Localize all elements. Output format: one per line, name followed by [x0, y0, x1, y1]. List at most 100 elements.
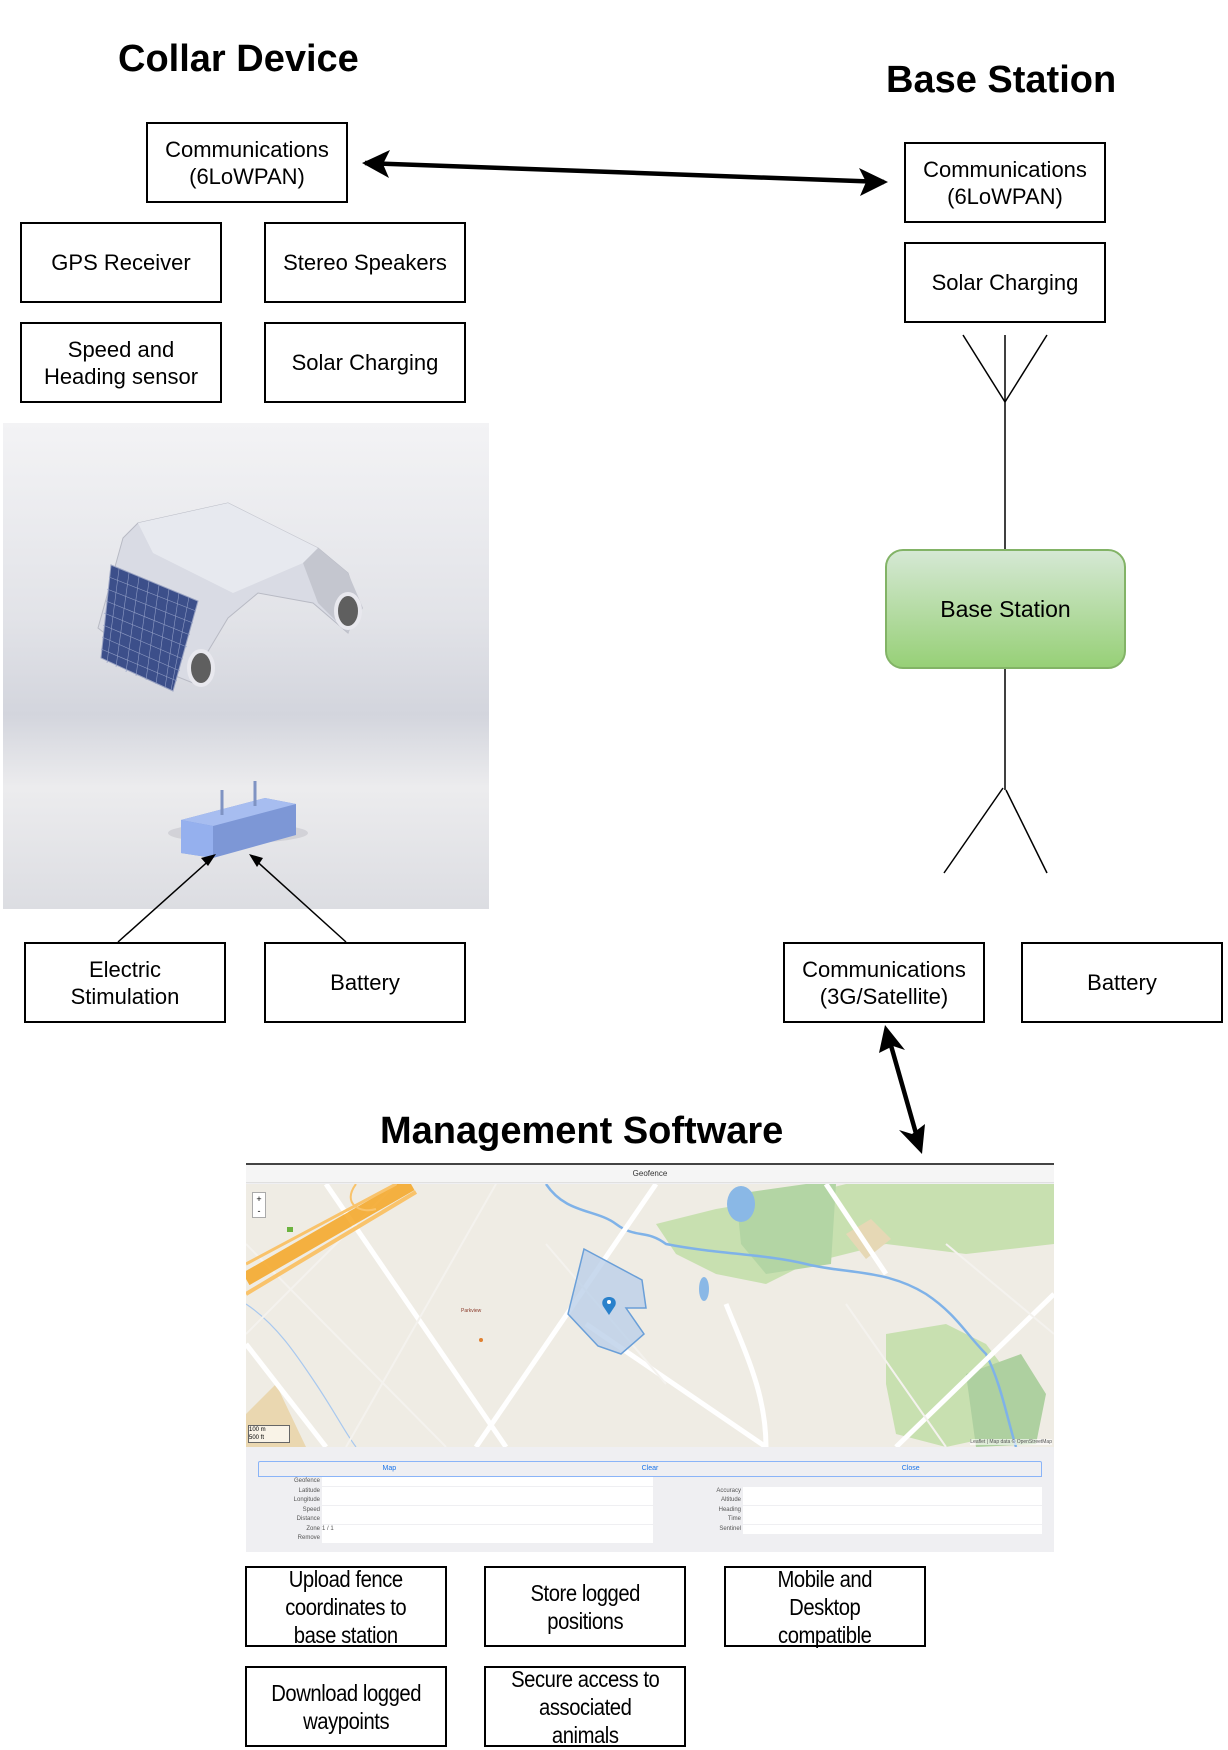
field-row: Altitude — [653, 1496, 1042, 1505]
field-row: Speed — [258, 1505, 653, 1515]
box-label: Mobile and Desktop compatible — [777, 1565, 873, 1648]
field-label: Longitude — [293, 1497, 320, 1503]
field-row: Sentinel — [653, 1524, 1042, 1534]
field-label: Speed — [302, 1506, 320, 1513]
tab-close[interactable]: Close — [901, 1465, 920, 1472]
field-label: Sentinel — [653, 1524, 743, 1534]
zone-field[interactable]: 1 / 1 — [322, 1524, 653, 1534]
park-area — [736, 1184, 836, 1274]
box-label: Communications (6LoWPAN) — [923, 156, 1087, 209]
latitude-field[interactable] — [322, 1486, 653, 1496]
road — [823, 1184, 889, 1276]
field-row: Latitude — [258, 1486, 653, 1496]
field-label: Geofence — [293, 1478, 320, 1484]
tab-clear[interactable]: Clear — [641, 1465, 659, 1472]
geofence-field[interactable] — [322, 1477, 653, 1486]
field-row: Longitude — [258, 1496, 653, 1505]
box-label: Download logged waypoints — [271, 1679, 421, 1734]
road — [473, 1184, 659, 1447]
right-field-column: Accuracy Altitude Heading Time Sentinel — [653, 1486, 1042, 1535]
left-field-column: Geofence Latitude Longitude Speed Distan… — [258, 1477, 653, 1544]
base-battery-box: Battery — [1021, 942, 1223, 1023]
geofence-details-pane: Map Clear Close Geofence Latitude Longit… — [258, 1461, 1042, 1544]
arrowhead-down — [899, 1124, 925, 1154]
box-label: Speed and Heading sensor — [43, 336, 199, 389]
speed-field[interactable] — [322, 1505, 653, 1515]
zoom-out-button[interactable]: - — [257, 1206, 261, 1216]
arrowhead-right — [859, 168, 888, 196]
speed-heading-sensor-box: Speed and Heading sensor — [20, 322, 222, 403]
battery-module — [168, 781, 308, 858]
map-zoom-control: + - — [252, 1192, 266, 1218]
map-graphic: Parkview Plaza — [246, 1184, 1054, 1447]
antenna-top-icon — [962, 334, 1048, 549]
speaker-left — [187, 649, 215, 687]
3g-link-arrow — [885, 1034, 922, 1145]
collar-top — [138, 503, 318, 593]
field-row: Accuracy — [653, 1486, 1042, 1496]
collar-communications-box: Communications (6LoWPAN) — [146, 122, 348, 203]
box-label: GPS Receiver — [51, 250, 191, 275]
tab-map[interactable]: Map — [382, 1465, 397, 1472]
management-app-screenshot: Geofence — [246, 1163, 1054, 1552]
field-row: Remove — [258, 1534, 653, 1543]
location-marker — [602, 1297, 616, 1315]
box-label: Communications (3G/Satellite) — [802, 956, 966, 1009]
map-scale-bar: 100 m 500 ft — [248, 1425, 290, 1443]
highway — [246, 1184, 418, 1296]
sentinel-field[interactable] — [743, 1524, 1042, 1534]
base-station-node: Base Station — [885, 549, 1126, 669]
pane-tabs: Map Clear Close — [258, 1461, 1042, 1477]
river — [544, 1184, 1018, 1447]
field-row: Distance — [258, 1515, 653, 1524]
longitude-field[interactable] — [322, 1496, 653, 1505]
scale-metric: 100 m — [249, 1427, 266, 1433]
collar-battery-box: Battery — [264, 942, 466, 1023]
gps-receiver-box: GPS Receiver — [20, 222, 222, 303]
speaker-right — [334, 592, 362, 630]
map-label: Parkview — [461, 1308, 482, 1314]
box-label: Battery — [1087, 970, 1157, 995]
geofence-map[interactable]: Parkview Plaza + - 100 m 500 ft Leaflet … — [246, 1184, 1054, 1447]
arrowhead-up — [879, 1025, 905, 1053]
base-station-node-label: Base Station — [940, 595, 1071, 622]
box-label: Communications (6LoWPAN) — [165, 136, 329, 189]
zoom-in-button[interactable]: + — [256, 1194, 262, 1204]
distance-field[interactable] — [322, 1515, 653, 1524]
creek — [246, 1303, 357, 1447]
solar-panel — [100, 564, 199, 692]
base-solar-charging-box: Solar Charging — [904, 242, 1106, 323]
box-label: Upload fence coordinates to base station — [285, 1565, 407, 1648]
field-row: Time — [653, 1515, 1042, 1524]
heading-field[interactable] — [743, 1505, 1042, 1515]
accuracy-field[interactable] — [743, 1486, 1042, 1496]
box-label: Electric Stimulation — [70, 956, 180, 1009]
store-positions-feature-box: Store logged positions — [484, 1566, 686, 1647]
base-communications-3g-box: Communications (3G/Satellite) — [783, 942, 985, 1023]
pond — [727, 1186, 755, 1222]
field-label: Latitude — [298, 1487, 320, 1494]
road — [894, 1292, 1054, 1447]
remove-field[interactable] — [322, 1534, 653, 1543]
altitude-field[interactable] — [743, 1496, 1042, 1505]
download-waypoints-feature-box: Download logged waypoints — [245, 1666, 447, 1747]
time-field[interactable] — [743, 1515, 1042, 1524]
box-label: Store logged positions — [530, 1579, 640, 1634]
field-row: Geofence — [258, 1477, 653, 1486]
electric-stimulation-box: Electric Stimulation — [24, 942, 226, 1023]
collar-solar-charging-box: Solar Charging — [264, 322, 466, 403]
scale-imperial: 500 ft — [249, 1435, 265, 1441]
poi-marker — [479, 1338, 483, 1342]
6lowpan-link-arrow — [364, 160, 885, 185]
base-communications-6lowpan-box: Communications (6LoWPAN) — [904, 142, 1106, 223]
field-label: Altitude — [653, 1496, 743, 1505]
field-label: Accuracy — [653, 1486, 743, 1496]
box-label: Secure access to associated animals — [510, 1665, 660, 1748]
arrowhead-left — [362, 150, 390, 178]
field-label: Zone — [306, 1525, 320, 1532]
field-row: Heading — [653, 1505, 1042, 1515]
field-label: Heading — [653, 1505, 743, 1515]
map-attribution[interactable]: Leaflet | Map data © OpenStreetMap — [970, 1439, 1052, 1445]
box-label: Stereo Speakers — [283, 250, 447, 275]
